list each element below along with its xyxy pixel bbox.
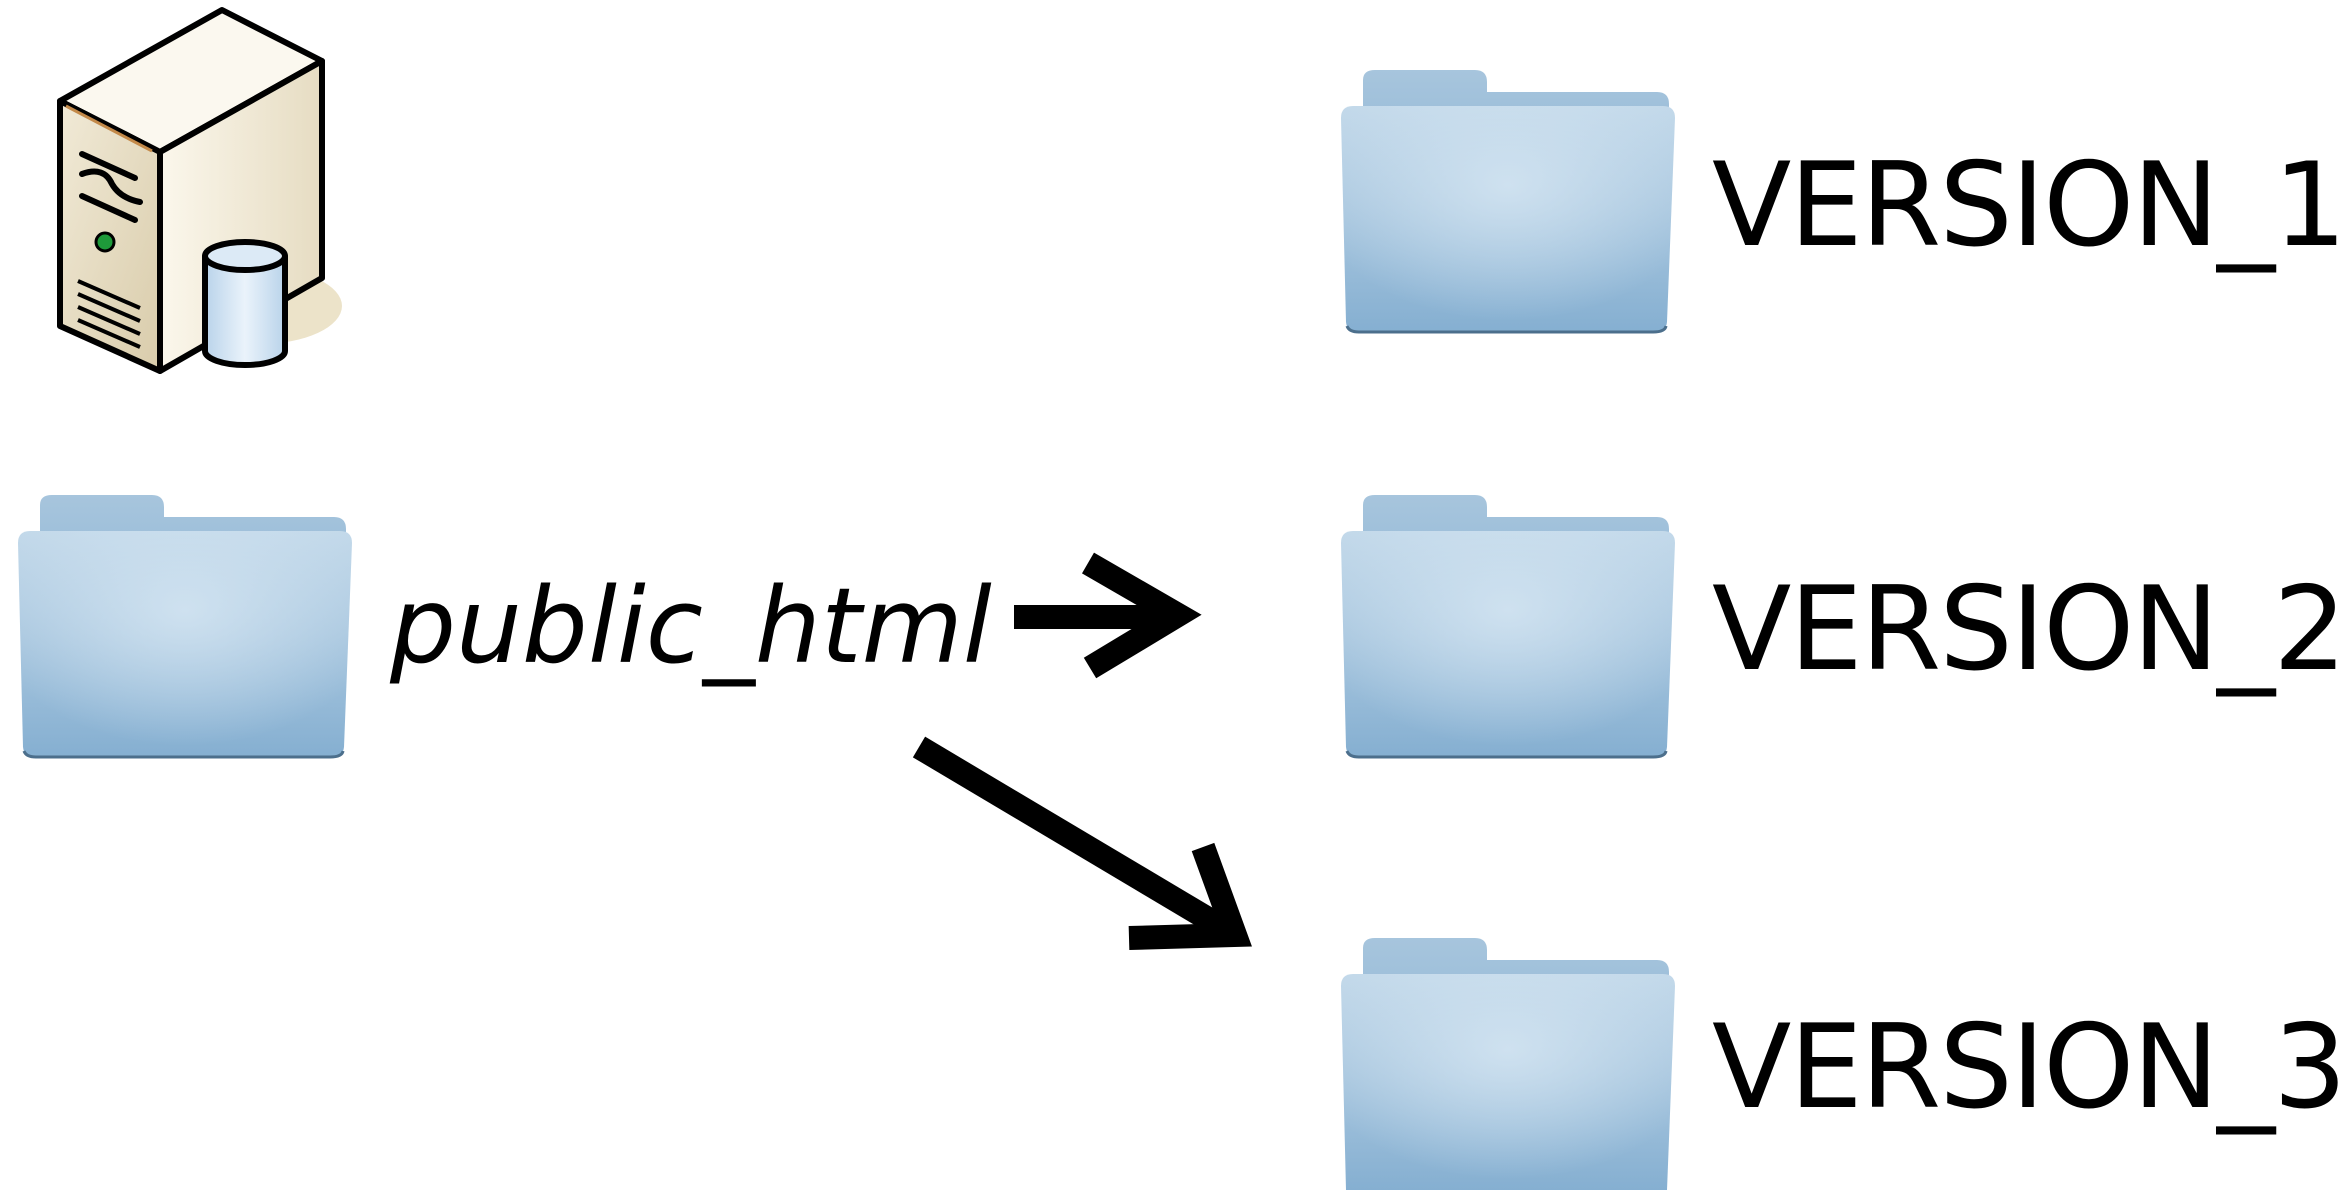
target-folder-label-2: VERSION_2 [1712, 562, 2345, 697]
target-folder-icon-3[interactable] [1335, 938, 1680, 1190]
source-folder-icon[interactable] [12, 495, 357, 760]
database-server-icon [40, 6, 350, 376]
target-folder-icon-2[interactable] [1335, 495, 1680, 760]
target-folder-label-3: VERSION_3 [1712, 1000, 2345, 1135]
arrow-down-right-icon [905, 735, 1252, 957]
arrow-right-icon [1000, 550, 1202, 680]
target-folder-label-1: VERSION_1 [1712, 138, 2345, 273]
source-folder-label: public_html [390, 565, 992, 687]
target-folder-icon-1[interactable] [1335, 70, 1680, 335]
